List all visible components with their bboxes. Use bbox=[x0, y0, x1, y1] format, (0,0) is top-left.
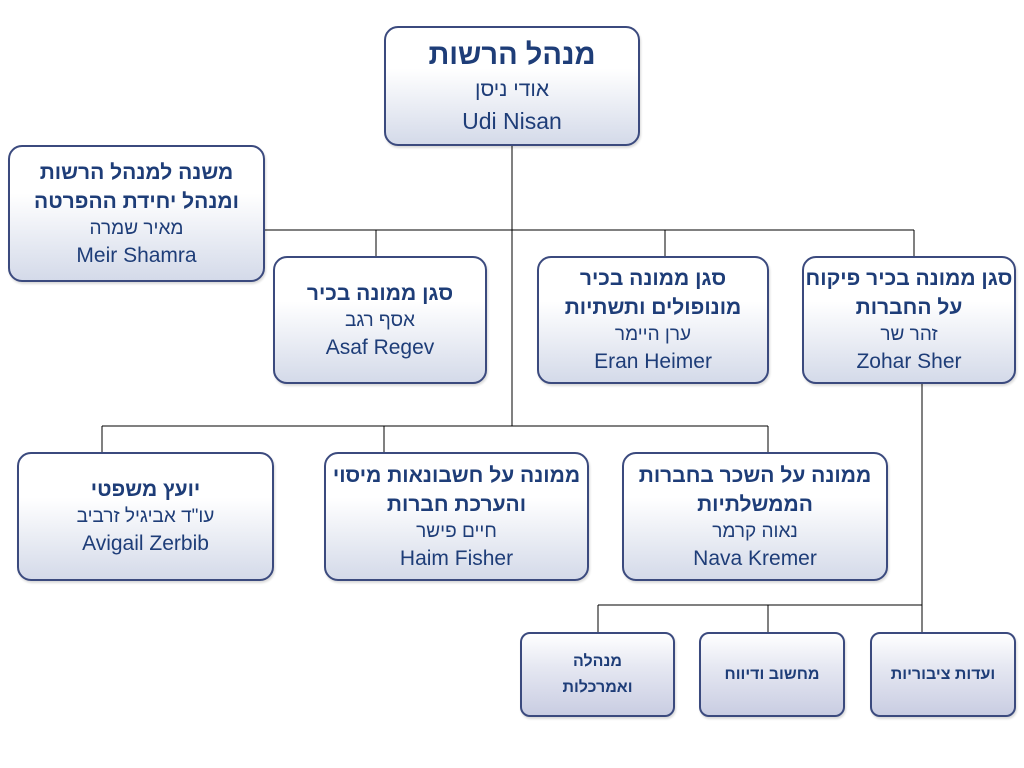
node-name-he: אסף רגב bbox=[345, 309, 415, 331]
node-name-he: אודי ניסן bbox=[475, 78, 550, 101]
node-name-en: Meir Shamra bbox=[76, 243, 197, 267]
node-name-en: Zohar Sher bbox=[856, 350, 962, 373]
node-name-en: Nava Kremer bbox=[693, 546, 817, 570]
node-title: סגן ממונה בכיר פיקוח על החברות bbox=[805, 267, 1013, 319]
unit-label: ועדות ציבוריות bbox=[890, 665, 996, 683]
node-name-he: מאיר שמרה bbox=[89, 217, 184, 239]
node-name-en: Avigail Zerbib bbox=[82, 532, 209, 555]
node-senior-regev: סגן ממונה בכיר אסף רגב Asaf Regev bbox=[273, 256, 487, 384]
node-name-en: Udi Nisan bbox=[462, 108, 562, 134]
node-deputy: משנה למנהל הרשות ומנהל יחידת ההפרטה מאיר… bbox=[8, 145, 265, 282]
unit-public-committees: ועדות ציבוריות bbox=[870, 632, 1016, 717]
unit-administration: מנהלה ואמרכלות bbox=[520, 632, 675, 717]
unit-label: מחשוב ודיווח bbox=[724, 665, 820, 683]
node-name-en: Haim Fisher bbox=[399, 546, 514, 570]
node-title: יועץ משפטי bbox=[90, 478, 201, 501]
node-name-he: חיים פישר bbox=[416, 520, 497, 542]
node-legal-advisor: יועץ משפטי עו"ד אביגיל זרביב Avigail Zer… bbox=[17, 452, 274, 581]
node-accounting: ממונה על חשבונאות מיסוי והערכת חברות חיי… bbox=[324, 452, 589, 581]
node-senior-sher: סגן ממונה בכיר פיקוח על החברות זהר שר Zo… bbox=[802, 256, 1016, 384]
unit-label: מנהלה ואמרכלות bbox=[562, 652, 633, 696]
node-title: סגן ממונה בכיר מונופולים ותשתיות bbox=[564, 267, 742, 319]
node-wages: ממונה על השכר בחברות הממשלתיות נאוה קרמר… bbox=[622, 452, 888, 581]
node-senior-heimer: סגן ממונה בכיר מונופולים ותשתיות ערן היי… bbox=[537, 256, 769, 384]
node-name-he: זהר שר bbox=[880, 324, 938, 345]
node-name-en: Asaf Regev bbox=[325, 335, 435, 359]
node-name-en: Eran Heimer bbox=[594, 350, 712, 373]
node-title: ממונה על השכר בחברות הממשלתיות bbox=[638, 463, 872, 516]
node-name-he: ערן היימר bbox=[614, 324, 692, 345]
node-title: משנה למנהל הרשות ומנהל יחידת ההפרטה bbox=[34, 160, 239, 213]
unit-computing: מחשוב ודיווח bbox=[699, 632, 845, 717]
node-title: סגן ממונה בכיר bbox=[306, 281, 454, 305]
node-name-he: עו"ד אביגיל זרביב bbox=[76, 506, 215, 527]
node-name-he: נאוה קרמר bbox=[712, 520, 798, 542]
node-title: מנהל הרשות bbox=[428, 39, 596, 71]
node-title: ממונה על חשבונאות מיסוי והערכת חברות bbox=[332, 463, 581, 516]
node-head: מנהל הרשות אודי ניסן Udi Nisan bbox=[384, 26, 640, 146]
